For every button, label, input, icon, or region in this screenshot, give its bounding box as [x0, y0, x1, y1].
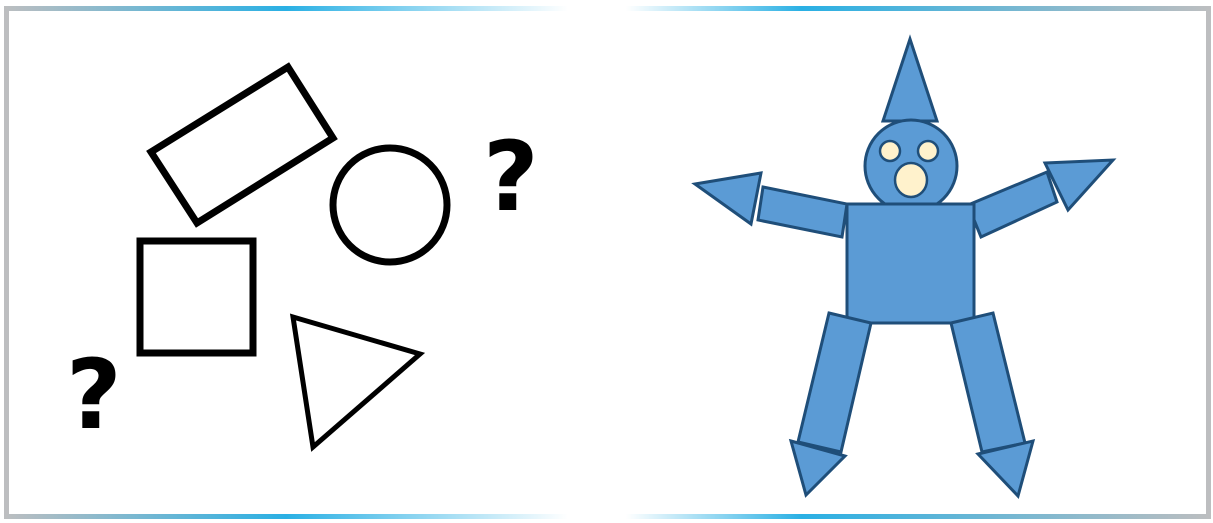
robot-mouth: [893, 161, 929, 199]
robot-hat-triangle: [880, 34, 940, 123]
robot-left-arm: [756, 185, 849, 239]
robot-left-hand: [691, 171, 763, 227]
left-bottom-accent: [4, 514, 568, 519]
robot-right-hand: [1042, 158, 1117, 213]
outline-square: [136, 237, 257, 357]
robot-body: [845, 202, 976, 325]
outline-circle: [329, 144, 451, 266]
right-bottom-accent: [626, 514, 1211, 519]
left-top-accent: [4, 6, 568, 11]
robot-right-arm: [966, 169, 1059, 240]
question-mark-top: ?: [483, 121, 539, 233]
robot-right-eye: [916, 139, 940, 163]
outline-triangle: [289, 313, 426, 452]
robot-left-eye: [878, 139, 902, 163]
robot-right-leg: [949, 311, 1027, 454]
outline-rectangle: [146, 62, 338, 228]
robot-left-leg: [796, 311, 873, 454]
question-mark-bottom: ?: [66, 339, 122, 451]
robot-right-foot: [975, 438, 1036, 499]
robot-left-foot: [788, 438, 848, 498]
right-top-accent: [626, 6, 1211, 11]
